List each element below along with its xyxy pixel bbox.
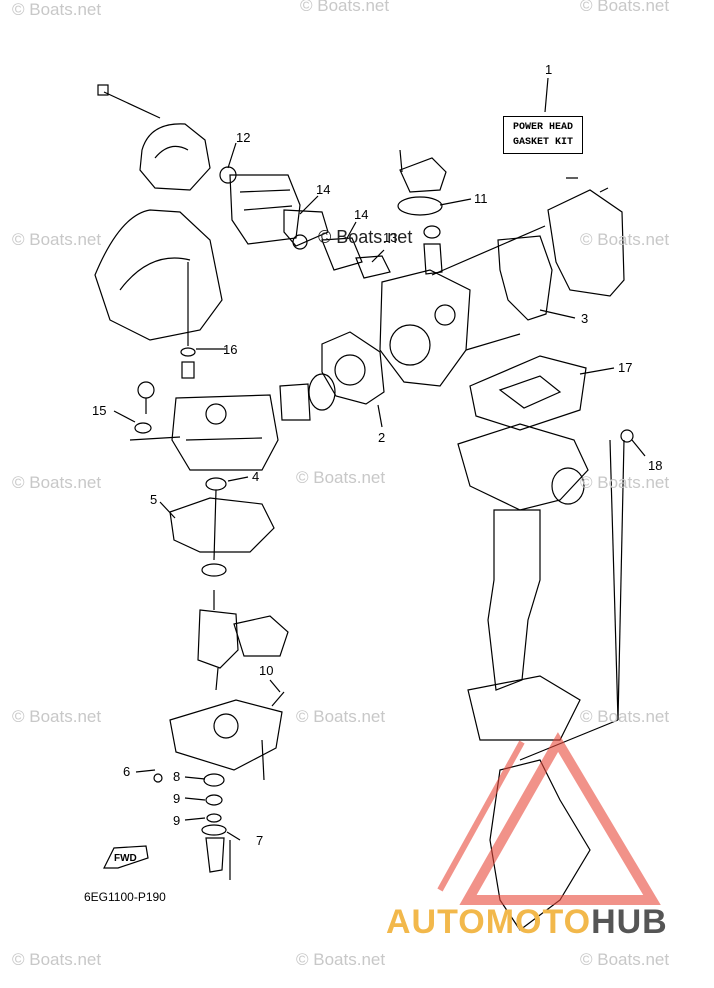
callout-14a: 14	[316, 182, 331, 197]
callout-2: 2	[378, 430, 386, 445]
callout-1: 1	[545, 62, 553, 77]
callout-9b: 9	[173, 813, 181, 828]
watermark: © Boats.net	[300, 0, 390, 15]
watermark: © Boats.net	[296, 950, 386, 969]
callout-3: 3	[581, 311, 589, 326]
watermark: © Boats.net	[580, 707, 670, 726]
watermark: © Boats.net	[12, 707, 102, 726]
callout-17: 17	[618, 360, 633, 375]
fwd-arrow-label: FWD	[114, 853, 137, 864]
callout-9a: 9	[173, 791, 181, 806]
callout-10: 10	[259, 663, 274, 678]
watermark: © Boats.net	[12, 950, 102, 969]
automotohub-logo: AUTOMOTOHUB	[386, 903, 668, 941]
center-watermark: © Boats.net	[318, 227, 413, 247]
diagram-code: 6EG1100-P190	[84, 890, 166, 904]
watermark: © Boats.net	[580, 230, 670, 249]
callout-5: 5	[150, 492, 158, 507]
callout-13: 13	[383, 230, 398, 245]
callout-7: 7	[256, 833, 264, 848]
callout-15: 15	[92, 403, 107, 418]
watermark: © Boats.net	[12, 473, 102, 492]
callout-16: 16	[223, 342, 238, 357]
watermark: © Boats.net	[296, 468, 386, 487]
callout-4: 4	[252, 469, 260, 484]
callout-12: 12	[236, 130, 251, 145]
callout-18: 18	[648, 458, 663, 473]
watermark: © Boats.net	[580, 950, 670, 969]
watermark: © Boats.net	[580, 473, 670, 492]
watermark: © Boats.net	[12, 230, 102, 249]
watermark: © Boats.net	[580, 0, 670, 15]
watermark: © Boats.net	[12, 0, 102, 19]
callout-14b: 14	[354, 207, 369, 222]
callout-8: 8	[173, 769, 181, 784]
gasket-kit-label: POWER HEAD GASKET KIT	[503, 116, 583, 154]
watermark: © Boats.net	[296, 707, 386, 726]
callout-11: 11	[474, 191, 488, 206]
callout-6: 6	[123, 764, 131, 779]
